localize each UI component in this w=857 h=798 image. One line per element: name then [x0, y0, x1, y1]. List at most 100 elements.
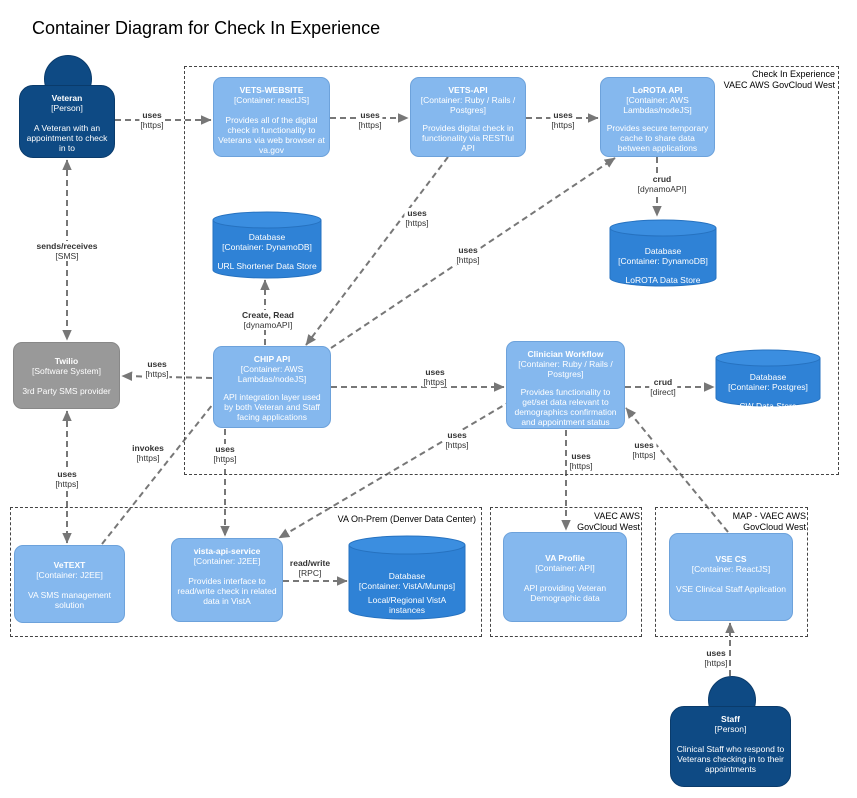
url-shortener-database[interactable]: Database [Container: DynamoDB] URL Short…	[213, 232, 321, 271]
edge-label-chip-to-urldb: Create, Read[dynamoAPI]	[241, 310, 295, 330]
node-type: [Container: DynamoDB]	[222, 242, 312, 252]
boundary-va-on-prem	[10, 507, 482, 637]
edge-label-cw-to-db: crud[direct]	[649, 377, 677, 397]
node-type: [Container: ReactJS]	[691, 564, 771, 574]
vets-website-container[interactable]: VETS-WEBSITE [Container: reactJS] Provid…	[213, 77, 330, 157]
boundary-vaec-aws	[490, 507, 642, 637]
edge-label-chip-to-twilio: uses[https]	[144, 359, 170, 379]
edge-label-website-to-vetsapi: uses[https]	[357, 110, 383, 130]
boundary-map-vaec	[655, 507, 808, 637]
database-shape-url-shortener	[212, 211, 322, 279]
edge-label-veteran-twilio: sends/receives[SMS]	[35, 241, 99, 261]
edge-label-vetext-to-chip: invokes[https]	[131, 443, 165, 463]
node-name: Database	[749, 372, 787, 382]
edge-label-chip-to-lorota: uses[https]	[455, 245, 481, 265]
node-description: Provides functionality to get/set data r…	[514, 387, 617, 427]
edge-vse-to-cw	[625, 407, 729, 533]
chip-api-container[interactable]: CHIP API [Container: AWS Lambdas/nodeJS]…	[213, 346, 331, 428]
node-type: [Container: Postgres]	[728, 382, 808, 392]
edge-label-cw-to-vaprofile: uses[https]	[568, 451, 594, 471]
node-type: [Person]	[714, 724, 747, 734]
edge-label-cw-to-vista: uses[https]	[444, 430, 470, 450]
node-name: Database	[248, 232, 286, 242]
vista-database[interactable]: Database [Container: VistA/Mumps] Local/…	[349, 571, 465, 615]
node-name: VA Profile	[545, 553, 585, 563]
vse-cs-container[interactable]: VSE CS [Container: ReactJS] VSE Clinical…	[669, 533, 793, 621]
node-type: [Person]	[51, 103, 83, 113]
node-name: VETS-API	[448, 85, 488, 95]
node-name: Clinician Workflow	[527, 349, 604, 359]
database-shape-lorota	[609, 219, 717, 287]
node-name: Staff	[721, 714, 740, 724]
edge-label-vse-to-cw: uses[https]	[631, 440, 657, 460]
node-type: [Container: VistA/Mumps]	[358, 581, 456, 591]
node-type: [Container: AWS Lambdas/nodeJS]	[237, 364, 307, 384]
node-description: VSE Clinical Staff Application	[676, 584, 786, 594]
diagram-title: Container Diagram for Check In Experienc…	[32, 18, 381, 38]
node-name: Veteran	[51, 93, 83, 103]
veteran-person[interactable]: Veteran [Person] A Veteran with an appoi…	[19, 85, 115, 158]
node-description: API integration layer used by both Veter…	[223, 392, 321, 422]
node-type: [Container: DynamoDB]	[618, 256, 708, 266]
vetext-container[interactable]: VeTEXT [Container: J2EE] VA SMS manageme…	[14, 545, 125, 623]
node-description: LoROTA Data Store	[625, 275, 701, 285]
node-name: VSE CS	[715, 554, 747, 564]
node-description: Clinical Staff who respond to Veterans c…	[676, 744, 785, 774]
edge-cw-to-vista	[278, 400, 512, 539]
node-type: [Container: Ruby / Rails / Postgres]	[518, 359, 613, 379]
node-description: VA SMS management solution	[28, 590, 111, 610]
edge-label-vista-to-db: read/write[RPC]	[288, 558, 332, 578]
edge-label-chip-to-vista: uses[https]	[212, 444, 238, 464]
boundary-label-map: MAP - VAEC AWS GovCloud West	[732, 511, 806, 532]
lorota-database[interactable]: Database [Container: DynamoDB] LoROTA Da…	[610, 246, 716, 285]
boundary-label-on-prem: VA On-Prem (Denver Data Center)	[337, 514, 476, 524]
node-name: Database	[644, 246, 682, 256]
staff-person[interactable]: Staff [Person] Clinical Staff who respon…	[670, 706, 791, 787]
vista-api-service-container[interactable]: vista-api-service [Container: J2EE] Prov…	[171, 538, 283, 622]
va-profile-container[interactable]: VA Profile [Container: API] API providin…	[503, 532, 627, 622]
lorota-api-container[interactable]: LoROTA API [Container: AWS Lambdas/nodeJ…	[600, 77, 715, 157]
clinician-workflow-container[interactable]: Clinician Workflow [Container: Ruby / Ra…	[506, 341, 625, 429]
node-type: [Container: reactJS]	[233, 95, 310, 105]
node-type: [Container: Ruby / Rails / Postgres]	[420, 95, 516, 115]
twilio-system[interactable]: Twilio [Software System] 3rd Party SMS p…	[13, 342, 120, 409]
node-type: [Container: AWS Lambdas/nodeJS]	[623, 95, 692, 115]
node-description: A Veteran with an appointment to check i…	[26, 123, 108, 153]
boundary-label-vaec: VAEC AWS GovCloud West	[577, 511, 640, 532]
node-description: Provides interface to read/write check i…	[177, 576, 277, 606]
vets-api-container[interactable]: VETS-API [Container: Ruby / Rails / Post…	[410, 77, 526, 157]
edge-label-staff-to-vse: uses[https]	[703, 648, 729, 668]
cw-database[interactable]: Database [Container: Postgres] CW Data S…	[716, 372, 820, 411]
node-description: Provides all of the digital check in fun…	[218, 115, 325, 155]
node-name: CHIP API	[253, 354, 291, 364]
node-description: API providing Veteran Demographic data	[523, 583, 607, 603]
edge-vetext-to-chip	[101, 384, 229, 545]
node-description: Provides secure temporary cache to share…	[606, 123, 709, 153]
node-type: [Container: J2EE]	[36, 570, 103, 580]
node-name: Database	[388, 571, 426, 581]
node-type: [Container: API]	[535, 563, 595, 573]
node-name: VeTEXT	[53, 560, 86, 570]
node-description: URL Shortener Data Store	[217, 261, 317, 271]
node-name: VETS-WEBSITE	[239, 85, 304, 95]
node-name: vista-api-service	[193, 546, 261, 556]
edge-label-lorota-to-db: crud[dynamoAPI]	[636, 174, 688, 194]
node-name: LoROTA API	[632, 85, 683, 95]
edge-label-vetsapi-to-chip: uses[https]	[404, 208, 430, 228]
database-shape-cw	[715, 349, 821, 407]
boundary-label-check-in: Check In Experience VAEC AWS GovCloud We…	[723, 69, 835, 90]
node-description: Provides digital check in functionality …	[421, 123, 515, 153]
node-description: 3rd Party SMS provider	[22, 386, 111, 396]
node-description: CW Data Store	[739, 401, 797, 411]
boundary-check-in-experience	[184, 66, 839, 475]
node-type: [Software System]	[32, 366, 101, 376]
edge-label-twilio-vetext: uses[https]	[54, 469, 80, 489]
database-shape-vista	[348, 535, 466, 620]
edge-label-vetsapi-to-lorota: uses[https]	[550, 110, 576, 130]
node-name: Twilio	[54, 356, 79, 366]
edge-label-veteran-to-website: uses[https]	[139, 110, 165, 130]
node-description: Local/Regional VistA instances	[367, 595, 447, 615]
edge-label-chip-to-cw: uses[https]	[422, 367, 448, 387]
node-type: [Container: J2EE]	[193, 556, 261, 566]
